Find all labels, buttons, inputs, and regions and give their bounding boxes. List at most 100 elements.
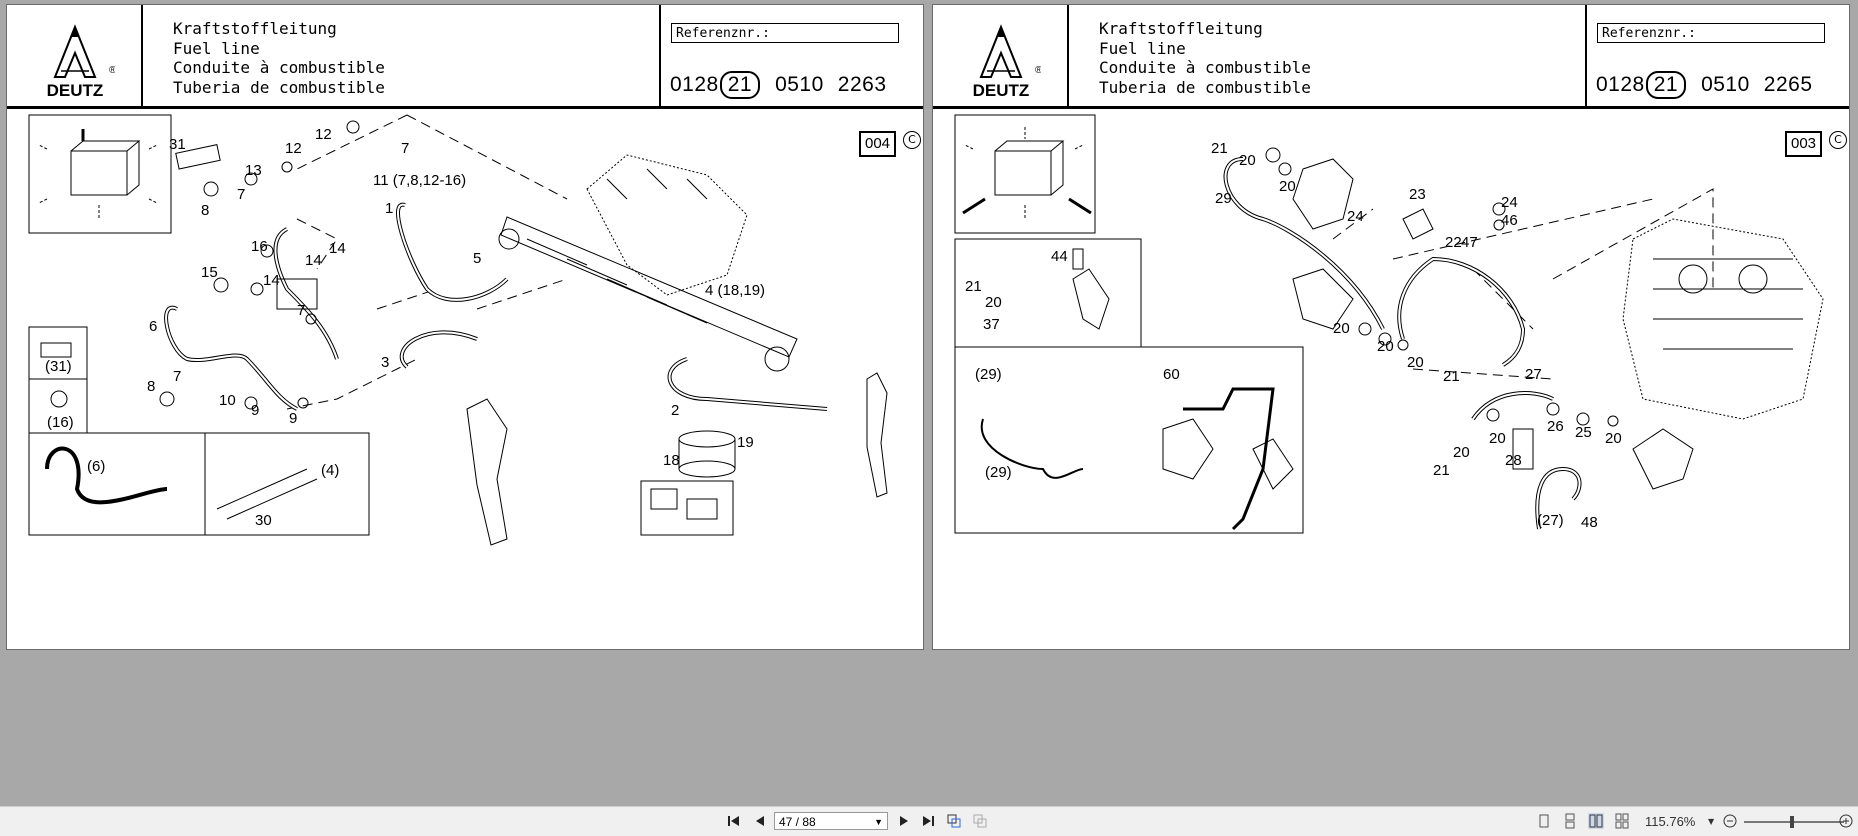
- callout: 14: [305, 252, 322, 269]
- title-es: Tuberia de combustible: [1099, 77, 1311, 97]
- copyright-mark: C: [903, 131, 921, 149]
- callout: (6): [87, 458, 105, 475]
- part-mid: 0510: [775, 73, 824, 96]
- part-suffix: 2265: [1763, 73, 1813, 96]
- callout: 15: [201, 264, 218, 281]
- callout: 18: [663, 452, 680, 469]
- last-page-icon[interactable]: [920, 813, 936, 829]
- catalog-page-right: ® DEUTZ Kraftstoffleitung Fuel line Cond…: [932, 4, 1850, 650]
- previous-page-icon[interactable]: [752, 813, 768, 829]
- page-header: ® DEUTZ Kraftstoffleitung Fuel line Cond…: [7, 5, 923, 109]
- callout: 21: [1433, 462, 1450, 479]
- callout: 16: [251, 238, 268, 255]
- callout: 20: [1605, 430, 1622, 447]
- title-de: Kraftstoffleitung: [173, 19, 337, 38]
- callout: 6: [149, 318, 157, 335]
- single-page-view-icon[interactable]: [1536, 813, 1552, 829]
- compare-pages-icon[interactable]: [972, 813, 988, 829]
- callout: 44: [1051, 248, 1068, 265]
- callout: 9: [251, 402, 259, 419]
- callout: 20: [1407, 354, 1424, 371]
- zoom-level[interactable]: 115.76%: [1645, 814, 1696, 829]
- callout: 60: [1163, 366, 1180, 383]
- callout: (16): [47, 414, 74, 431]
- exploded-drawing-left: 31 12 12 7 13 7 8 11 (7,8,12-16) 1 16 14…: [28, 114, 888, 546]
- first-page-icon[interactable]: [726, 813, 742, 829]
- page-code: 004: [859, 131, 897, 157]
- callout: 19: [737, 434, 754, 451]
- page-indicator: 47 / 88: [779, 815, 816, 829]
- zoom-dropdown-icon[interactable]: ▼: [1708, 817, 1715, 826]
- callout: 20: [985, 294, 1002, 311]
- zoom-in-icon[interactable]: [1838, 813, 1854, 829]
- page-header: ® DEUTZ Kraftstoffleitung Fuel line Cond…: [933, 5, 1849, 109]
- callout: 24: [1347, 208, 1364, 225]
- callout: 47: [1461, 234, 1478, 251]
- next-page-icon[interactable]: [896, 813, 912, 829]
- title-fr: Conduite à combustible: [173, 58, 385, 77]
- callout: 9: [289, 410, 297, 427]
- deutz-logo: ® DEUTZ: [7, 5, 143, 106]
- callout: (31): [45, 358, 72, 375]
- callout: 13: [245, 162, 262, 179]
- callout: 11 (7,8,12-16): [373, 172, 466, 189]
- zoom-slider-handle[interactable]: [1790, 816, 1794, 828]
- svg-text:®: ®: [109, 65, 115, 76]
- title-es: Tuberia de combustible: [173, 77, 385, 97]
- svg-text:®: ®: [1035, 65, 1041, 76]
- callout: (27): [1537, 512, 1564, 529]
- callout: 46: [1501, 212, 1518, 229]
- viewer-toolbar: 47 / 88 ▼ 115.76% ▼: [0, 806, 1858, 836]
- title-en: Fuel line: [1099, 38, 1186, 58]
- reference-field: Referenznr.:: [671, 23, 899, 43]
- title-block: Kraftstoffleitung Fuel line Conduite à c…: [1099, 19, 1311, 97]
- reference-field: Referenznr.:: [1597, 23, 1825, 43]
- callout: 23: [1409, 186, 1426, 203]
- title-en: Fuel line: [173, 38, 260, 58]
- chevron-down-icon: ▼: [874, 817, 883, 827]
- callout: 37: [983, 316, 1000, 333]
- copyright-mark: C: [1829, 131, 1847, 149]
- callout: 25: [1575, 424, 1592, 441]
- logo-text: DEUTZ: [47, 81, 104, 99]
- two-page-continuous-icon[interactable]: [1614, 813, 1630, 829]
- zoom-slider[interactable]: [1744, 821, 1844, 823]
- title-block: Kraftstoffleitung Fuel line Conduite à c…: [173, 19, 385, 97]
- callout: 1: [385, 200, 393, 217]
- zoom-out-icon[interactable]: [1722, 813, 1738, 829]
- callout: 12: [285, 140, 302, 157]
- callout: 7: [237, 186, 245, 203]
- callout: 28: [1505, 452, 1522, 469]
- callout: (29): [975, 366, 1002, 383]
- callout: 24: [1501, 194, 1518, 211]
- callout: 20: [1489, 430, 1506, 447]
- part-group: 21: [719, 71, 761, 99]
- callout: 7: [173, 368, 181, 385]
- callout: 27: [1525, 366, 1542, 383]
- callout: (29): [985, 464, 1012, 481]
- callout: 26: [1547, 418, 1564, 435]
- callout: 20: [1333, 320, 1350, 337]
- page-number-input[interactable]: 47 / 88 ▼: [774, 812, 888, 830]
- callout: 21: [965, 278, 982, 295]
- callout: 22: [1445, 234, 1462, 251]
- callout: 10: [219, 392, 236, 409]
- sync-pages-icon[interactable]: [946, 813, 962, 829]
- part-group: 21: [1645, 71, 1687, 99]
- callout: 5: [473, 250, 481, 267]
- catalog-page-left: ® DEUTZ Kraftstoffleitung Fuel line Cond…: [6, 4, 924, 650]
- callout: 14: [329, 240, 346, 257]
- callout: (4): [321, 462, 339, 479]
- callout: 2: [671, 402, 679, 419]
- callout: 3: [381, 354, 389, 371]
- title-de: Kraftstoffleitung: [1099, 19, 1263, 38]
- continuous-view-icon[interactable]: [1562, 813, 1578, 829]
- part-prefix: 0128: [670, 73, 719, 96]
- callout: 31: [169, 136, 186, 153]
- exploded-drawing-right: 21 20 20 29 23 24 24 46 47 22 44 21 20 3…: [954, 114, 1824, 534]
- page-code: 003: [1785, 131, 1823, 157]
- two-page-view-icon[interactable]: [1588, 813, 1604, 829]
- part-prefix: 0128: [1596, 73, 1645, 96]
